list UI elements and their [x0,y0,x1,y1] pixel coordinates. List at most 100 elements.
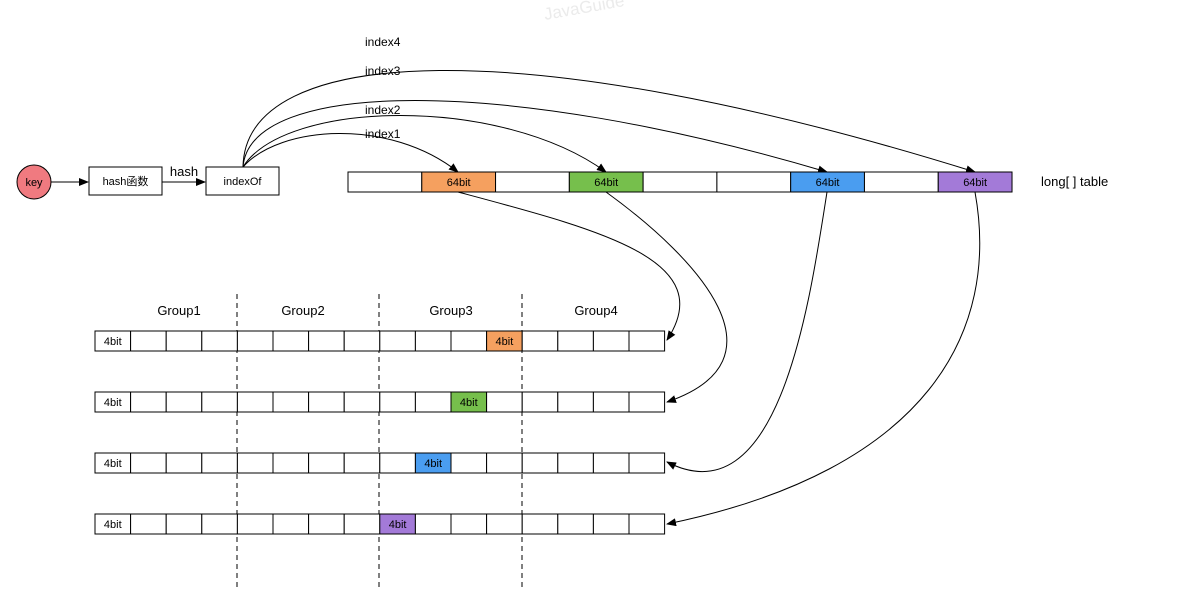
bit-cell [165,513,203,535]
bit-cell [628,391,666,413]
bit-cell [521,513,559,535]
group2-label: Group2 [281,303,324,318]
bit-cell-label: 4bit [496,336,514,348]
long-table-label: long[ ] table [1041,174,1108,189]
bit-cell [557,513,594,535]
group1-label: Group1 [157,303,200,318]
bit-cell [414,391,452,413]
bit-cell [308,452,345,474]
table-cell-label: 64bit [594,177,618,189]
index1-label: index1 [365,127,401,141]
bit-cell [486,391,523,413]
bit-cell [414,330,452,352]
row-first-cell-label: 4bit [104,397,122,409]
index2-arrow [242,115,607,173]
row-first-cell-label: 4bit [104,336,122,348]
bit-cell [272,513,310,535]
table-cell [347,171,423,193]
table-cell [642,171,718,193]
row-first-cell-label: 4bit [104,458,122,470]
watermark-text: JavaGuide [542,0,625,24]
table-cell-label: 64bit [816,177,840,189]
bit-cell [557,452,594,474]
bit-cell [343,391,381,413]
row-first-cell-label: 4bit [104,519,122,531]
bit-cell-label: 4bit [389,519,407,531]
long-table: 64bit 64bit 64bit 64bit [347,171,1013,193]
bit-rows: 4bit 4bit 4bit 4bit 4bit 4bit 4bit 4bit [94,330,666,535]
bit-cell [201,513,238,535]
bit-cell [557,391,594,413]
bit-cell [130,391,167,413]
index3-arrow [242,100,828,174]
indexof-label: indexOf [224,176,263,188]
bit-cell [628,330,666,352]
bit-cell [557,330,594,352]
bit-cell [165,452,203,474]
bit-cell [165,330,203,352]
bit-cell [201,452,238,474]
bit-cell [272,330,310,352]
bit-cell [236,513,274,535]
bit-cell [308,391,345,413]
bit-cell [592,391,630,413]
index2-label: index2 [365,103,401,117]
green-row-arrow [605,191,728,403]
bit-row-2: 4bit 4bit [94,391,666,413]
bit-cell [628,513,666,535]
bit-cell [130,513,167,535]
bit-cell [379,330,416,352]
table-cell [863,171,939,193]
blue-row-arrow [666,191,828,472]
bit-cell [343,330,381,352]
key-label: key [25,177,43,189]
hash-function-label: hash函数 [103,175,149,188]
bit-cell [343,513,381,535]
indexof-box [205,166,280,196]
bit-cell [236,330,274,352]
bit-cell [628,452,666,474]
bit-cell [592,330,630,352]
bit-cell [272,452,310,474]
bit-cell-label: 4bit [460,397,478,409]
index1-arrow [242,133,459,173]
table-cell-label: 64bit [447,177,471,189]
index3-label: index3 [365,64,401,78]
bit-cell [308,513,345,535]
bit-cell [130,330,167,352]
bit-cell [308,330,345,352]
bit-row-1: 4bit 4bit [94,330,666,352]
bit-cell [450,452,488,474]
bit-cell [236,391,274,413]
hash-function-box [88,166,163,196]
bit-cell [486,452,523,474]
hash-edge-label: hash [170,164,198,179]
bit-cell [592,513,630,535]
bit-cell [486,513,523,535]
bit-cell [201,391,238,413]
table-cell [716,171,792,193]
group3-label: Group3 [429,303,472,318]
bit-cell [236,452,274,474]
bit-cell [521,452,559,474]
bit-row-3: 4bit 4bit [94,452,666,474]
bit-cell [414,513,452,535]
bit-cell [379,391,416,413]
bit-cell-label: 4bit [424,458,442,470]
bit-cell [450,330,488,352]
bit-cell [201,330,238,352]
table-cell-label: 64bit [963,177,987,189]
table-cell [495,171,570,193]
bit-cell [272,391,310,413]
bit-cell [592,452,630,474]
bit-cell [521,391,559,413]
bit-cell [521,330,559,352]
bit-cell [450,513,488,535]
bit-row-4: 4bit 4bit [94,513,666,535]
index4-arrow [242,70,976,174]
group4-label: Group4 [574,303,617,318]
bit-cell [165,391,203,413]
bit-cell [130,452,167,474]
bit-cell [379,452,416,474]
